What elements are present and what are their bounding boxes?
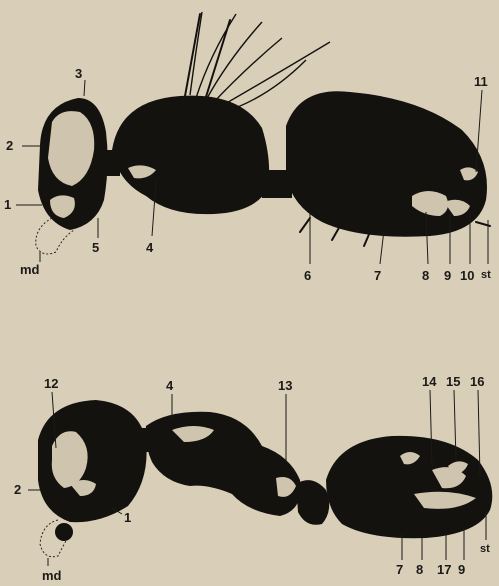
label-8-top: 8 [422, 268, 429, 283]
label-st-bottom: st [480, 543, 490, 555]
label-11-top: 11 [474, 74, 488, 89]
label-10-top: 10 [460, 268, 474, 283]
label-9-top: 9 [444, 268, 451, 283]
label-1-bottom: 1 [124, 510, 131, 525]
label-17-bottom: 17 [437, 562, 451, 577]
label-1-top: 1 [4, 197, 11, 212]
label-md-bottom: md [42, 568, 62, 583]
label-12-bottom: 12 [44, 376, 58, 391]
mandible-base-bottom [55, 523, 73, 541]
label-6-top: 6 [304, 268, 311, 283]
label-5-top: 5 [92, 240, 99, 255]
label-7-top: 7 [374, 268, 381, 283]
label-14-bottom: 14 [422, 374, 437, 389]
label-9-bottom: 9 [458, 562, 465, 577]
label-4-bottom: 4 [166, 378, 174, 393]
label-3-top: 3 [75, 66, 82, 81]
label-2-bottom: 2 [14, 482, 21, 497]
label-13-bottom: 13 [278, 378, 292, 393]
label-15-bottom: 15 [446, 374, 460, 389]
label-2-top: 2 [6, 138, 13, 153]
label-16-bottom: 16 [470, 374, 484, 389]
label-8-bottom: 8 [416, 562, 423, 577]
label-st-top: st [481, 269, 491, 281]
label-7-bottom: 7 [396, 562, 403, 577]
label-4-top: 4 [146, 240, 154, 255]
label-md-top: md [20, 262, 40, 277]
